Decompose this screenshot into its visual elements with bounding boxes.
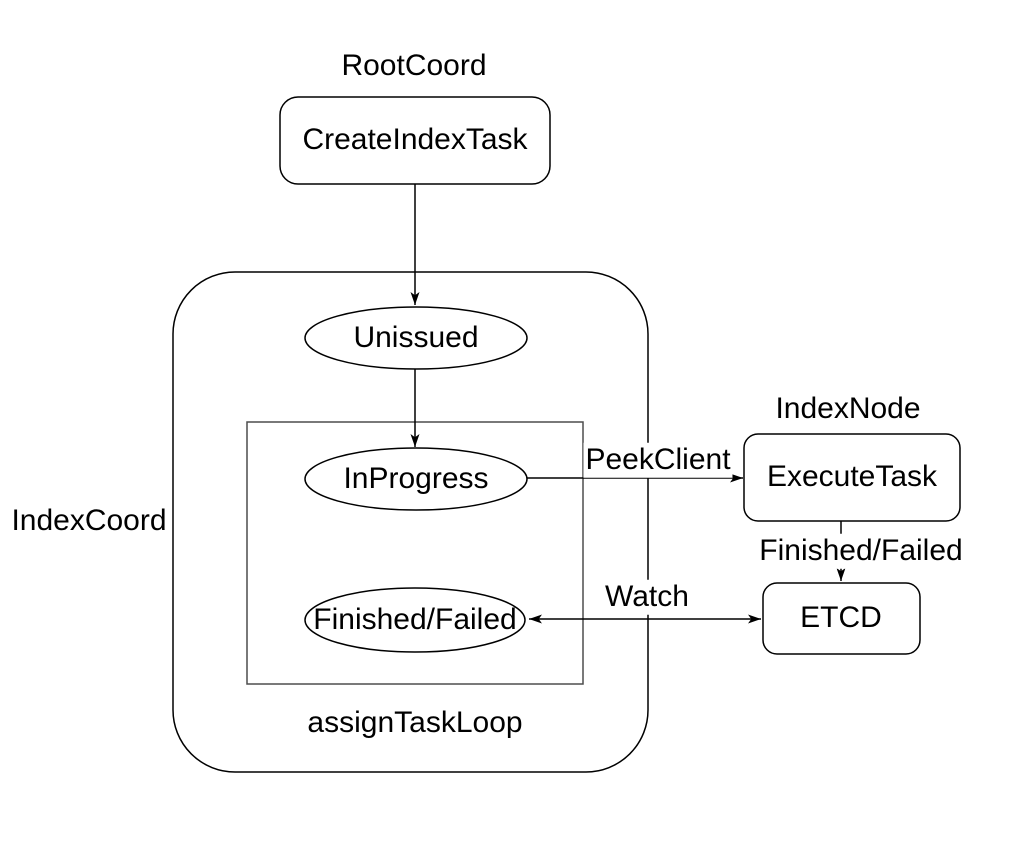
watch-edge-label: Watch xyxy=(603,579,691,615)
index-coord-label: IndexCoord xyxy=(11,503,167,537)
etcd-label: ETCD xyxy=(800,600,882,634)
index-node-label: IndexNode xyxy=(775,391,921,425)
finished-failed-edge-label: Finished/Failed xyxy=(757,533,965,569)
root-coord-label: RootCoord xyxy=(341,48,487,82)
etcd-node xyxy=(762,582,921,655)
in-progress-node xyxy=(304,447,528,511)
unissued-label: Unissued xyxy=(353,320,479,354)
in-progress-label: InProgress xyxy=(343,461,489,495)
execute-task-label: ExecuteTask xyxy=(766,459,938,493)
finished-failed-label: Finished/Failed xyxy=(313,602,517,636)
execute-task-node xyxy=(743,433,961,522)
create-index-task-node xyxy=(279,96,551,185)
finished-failed-node xyxy=(304,587,526,653)
assign-task-loop-label: assignTaskLoop xyxy=(307,705,523,739)
create-index-task-label: CreateIndexTask xyxy=(302,122,528,156)
peek-client-edge-label: PeekClient xyxy=(583,442,733,478)
unissued-node xyxy=(304,306,528,370)
